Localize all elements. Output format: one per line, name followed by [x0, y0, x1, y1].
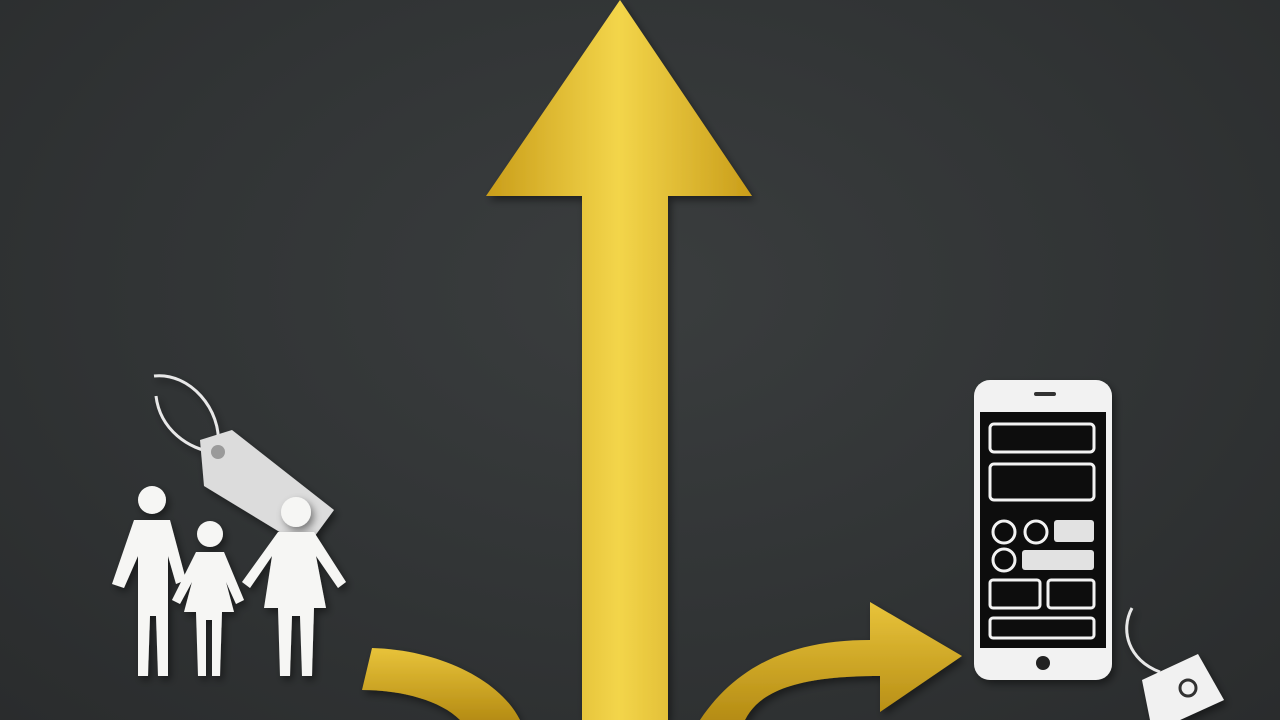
up-arrow-icon	[486, 0, 752, 720]
curved-arrow-left-icon	[362, 648, 520, 720]
curved-arrow-right-icon	[700, 602, 962, 720]
price-tag-icon	[1125, 607, 1224, 720]
smartphone-icon	[974, 380, 1112, 680]
family-icon	[112, 486, 346, 676]
